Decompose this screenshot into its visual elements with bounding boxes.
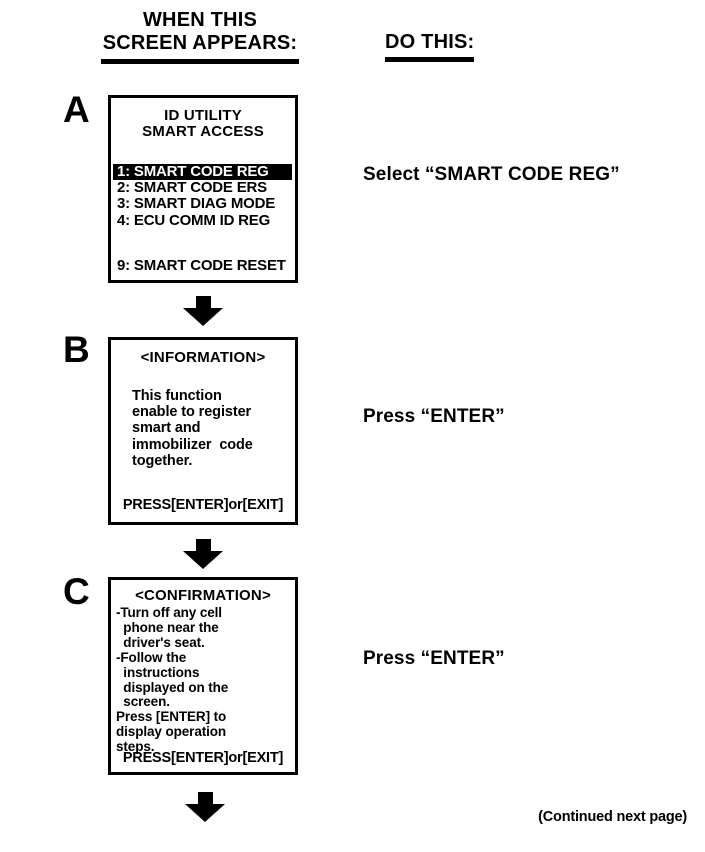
screen-b-body-line: immobilizer code — [132, 436, 253, 453]
down-arrow-icon — [183, 539, 223, 569]
screen-c-body-line: steps. — [116, 739, 155, 755]
header-when-line2: SCREEN APPEARS: — [102, 32, 298, 54]
screen-c-body-line: phone near the — [116, 619, 219, 635]
column-header-when-this-screen-appears: WHEN THIS SCREEN APPEARS: — [101, 9, 299, 64]
down-arrow-stem — [197, 792, 213, 804]
header-when-line1: WHEN THIS — [142, 9, 258, 31]
screen-b-press-enter-exit: PRESS[ENTER]or[EXIT] — [122, 497, 284, 513]
instruction-press-enter-b: Press “ENTER” — [363, 406, 505, 427]
screen-b-body-line: enable to register — [132, 404, 252, 421]
screen-c-body-line: instructions — [116, 664, 200, 680]
screen-c-body-line: displayed on the — [116, 679, 229, 695]
menu-item-ecu-comm-id-reg: 4: ECU COMM ID REG — [117, 211, 271, 229]
instruction-select-smart-code-reg: Select “SMART CODE REG” — [363, 164, 620, 185]
down-arrow-head — [183, 551, 223, 569]
screen-b-body-line: smart and — [132, 420, 201, 437]
step-label-b: B — [63, 329, 90, 370]
screen-c-press-enter-exit: PRESS[ENTER]or[EXIT] — [122, 750, 284, 766]
down-arrow-stem — [195, 539, 211, 551]
screen-box-c: <CONFIRMATION> -Turn off any cell phone … — [108, 577, 298, 775]
screen-b-body-line: together. — [132, 452, 193, 469]
step-label-a: A — [63, 89, 90, 130]
down-arrow-icon — [183, 296, 223, 326]
screen-a-title-line1: ID UTILITY — [164, 107, 242, 124]
screen-c-body-line: display operation — [116, 724, 227, 740]
screen-box-b: <INFORMATION> This function enable to re… — [108, 337, 298, 525]
down-arrow-head — [183, 308, 223, 326]
menu-item-smart-code-ers: 2: SMART CODE ERS — [117, 179, 267, 197]
screen-c-body-line: driver's seat. — [116, 634, 205, 650]
screen-b-body: This function enable to register smart a… — [111, 388, 295, 469]
screen-c-body-line: screen. — [116, 694, 170, 710]
continued-next-page-note: (Continued next page) — [538, 809, 687, 825]
column-header-do-this: DO THIS: — [385, 31, 475, 62]
screen-a-title-line2: SMART ACCESS — [142, 123, 264, 140]
step-label-c: C — [63, 571, 90, 612]
menu-item-smart-diag-mode: 3: SMART DIAG MODE — [117, 195, 276, 213]
instruction-press-enter-c: Press “ENTER” — [363, 648, 505, 669]
screen-a-title: ID UTILITY SMART ACCESS — [111, 108, 295, 140]
screen-c-title: <CONFIRMATION> — [135, 587, 271, 604]
down-arrow-head — [185, 804, 225, 822]
screen-c-body: -Turn off any cell phone near the driver… — [111, 605, 295, 755]
menu-item-smart-code-reg-selected: 1: SMART CODE REG — [113, 163, 292, 181]
screen-c-body-line: Press [ENTER] to — [116, 709, 227, 725]
down-arrow-icon — [185, 792, 225, 822]
screen-c-body-line: -Follow the — [116, 649, 187, 665]
screen-b-body-line: This function — [132, 388, 222, 404]
screen-b-title: <INFORMATION> — [140, 349, 266, 366]
menu-item-smart-code-reset: 9: SMART CODE RESET — [117, 256, 286, 274]
screen-a-menu: 1: SMART CODE REG 2: SMART CODE ERS 3: S… — [111, 163, 295, 274]
screen-box-a: ID UTILITY SMART ACCESS 1: SMART CODE RE… — [108, 95, 298, 283]
down-arrow-stem — [195, 296, 211, 308]
screen-c-body-line: -Turn off any cell — [116, 605, 222, 620]
